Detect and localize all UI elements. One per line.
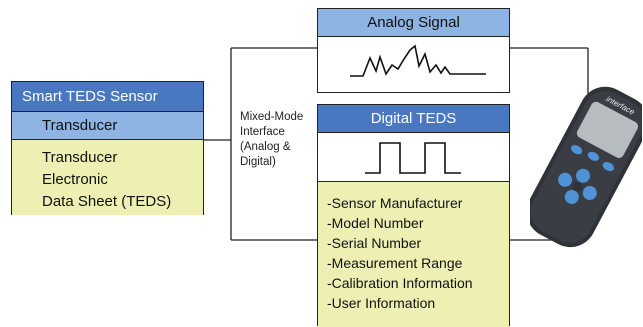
teds-info-list: -Sensor Manufacturer -Model Number -Seri… — [318, 182, 509, 327]
device-button — [587, 151, 600, 161]
analog-signal-block: Analog Signal — [317, 8, 510, 93]
interface-label-line: (Analog & — [240, 141, 291, 153]
digital-waveform-area — [318, 133, 509, 182]
teds-description: Transducer Electronic Data Sheet (TEDS) — [12, 140, 203, 215]
teds-line: Data Sheet (TEDS) — [42, 193, 172, 210]
device-button — [570, 145, 583, 155]
list-item: -Calibration Information — [327, 275, 473, 291]
list-item: -Model Number — [327, 215, 424, 231]
digital-teds-block: Digital TEDS -Sensor Manufacturer -Model… — [317, 104, 510, 327]
teds-line: Transducer — [42, 149, 118, 166]
handheld-device-image: interface — [530, 86, 642, 248]
interface-label-line: Interface — [240, 126, 285, 138]
device-screen — [576, 101, 639, 158]
analog-waveform — [350, 44, 486, 77]
device-button — [558, 172, 573, 187]
interface-label-line: Mixed-Mode — [240, 111, 304, 123]
device-button — [576, 168, 591, 183]
digital-title: Digital TEDS — [318, 105, 509, 133]
device-button — [602, 162, 614, 172]
interface-label-line: Digital) — [240, 156, 276, 168]
list-item: -Sensor Manufacturer — [327, 195, 463, 211]
smart-teds-sensor-block: Smart TEDS Sensor Transducer Transducer … — [11, 81, 204, 215]
transducer-label: Transducer — [12, 112, 203, 140]
interface-label: Mixed-Mode Interface (Analog & Digital) — [240, 110, 316, 170]
device-button — [564, 189, 579, 204]
digital-waveform — [365, 142, 461, 174]
sensor-title: Smart TEDS Sensor — [12, 82, 203, 112]
device-button — [582, 185, 597, 200]
teds-line: Electronic — [42, 171, 108, 188]
list-item: -Measurement Range — [327, 255, 463, 271]
list-item: -Serial Number — [327, 235, 422, 251]
list-item: -User Information — [327, 295, 436, 311]
analog-title: Analog Signal — [318, 9, 509, 37]
